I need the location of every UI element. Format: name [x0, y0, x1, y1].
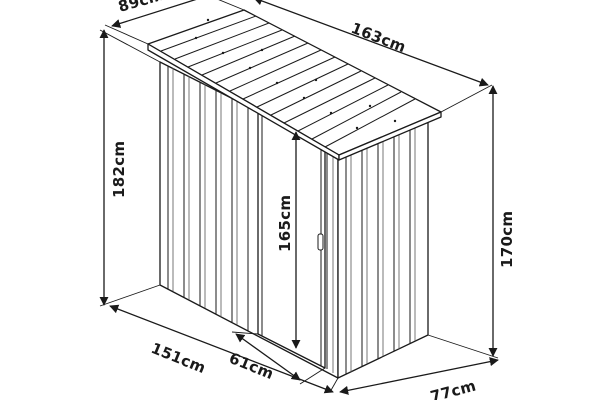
dim-line-length-top	[253, 0, 489, 87]
label-length-top: 163cm	[349, 19, 409, 56]
shed-body	[147, 9, 442, 379]
label-depth-top: 89cm	[116, 0, 166, 16]
label-door-height: 165cm	[276, 195, 294, 252]
roof-side-edge	[338, 111, 442, 161]
label-height-front: 170cm	[498, 211, 516, 268]
label-height-back: 182cm	[110, 141, 128, 198]
dim-line-base-depth	[339, 357, 499, 395]
label-door-width: 61cm	[227, 349, 277, 383]
right-wall-ribs	[345, 116, 416, 374]
door-handle	[317, 233, 324, 251]
label-base-depth: 77cm	[428, 376, 478, 400]
dimension-lines	[99, 0, 499, 395]
dim-line-depth-top	[111, 0, 197, 28]
label-base-length: 151cm	[149, 339, 209, 377]
dim-line-base-length	[109, 304, 334, 394]
left-wall-ribs	[167, 66, 249, 331]
